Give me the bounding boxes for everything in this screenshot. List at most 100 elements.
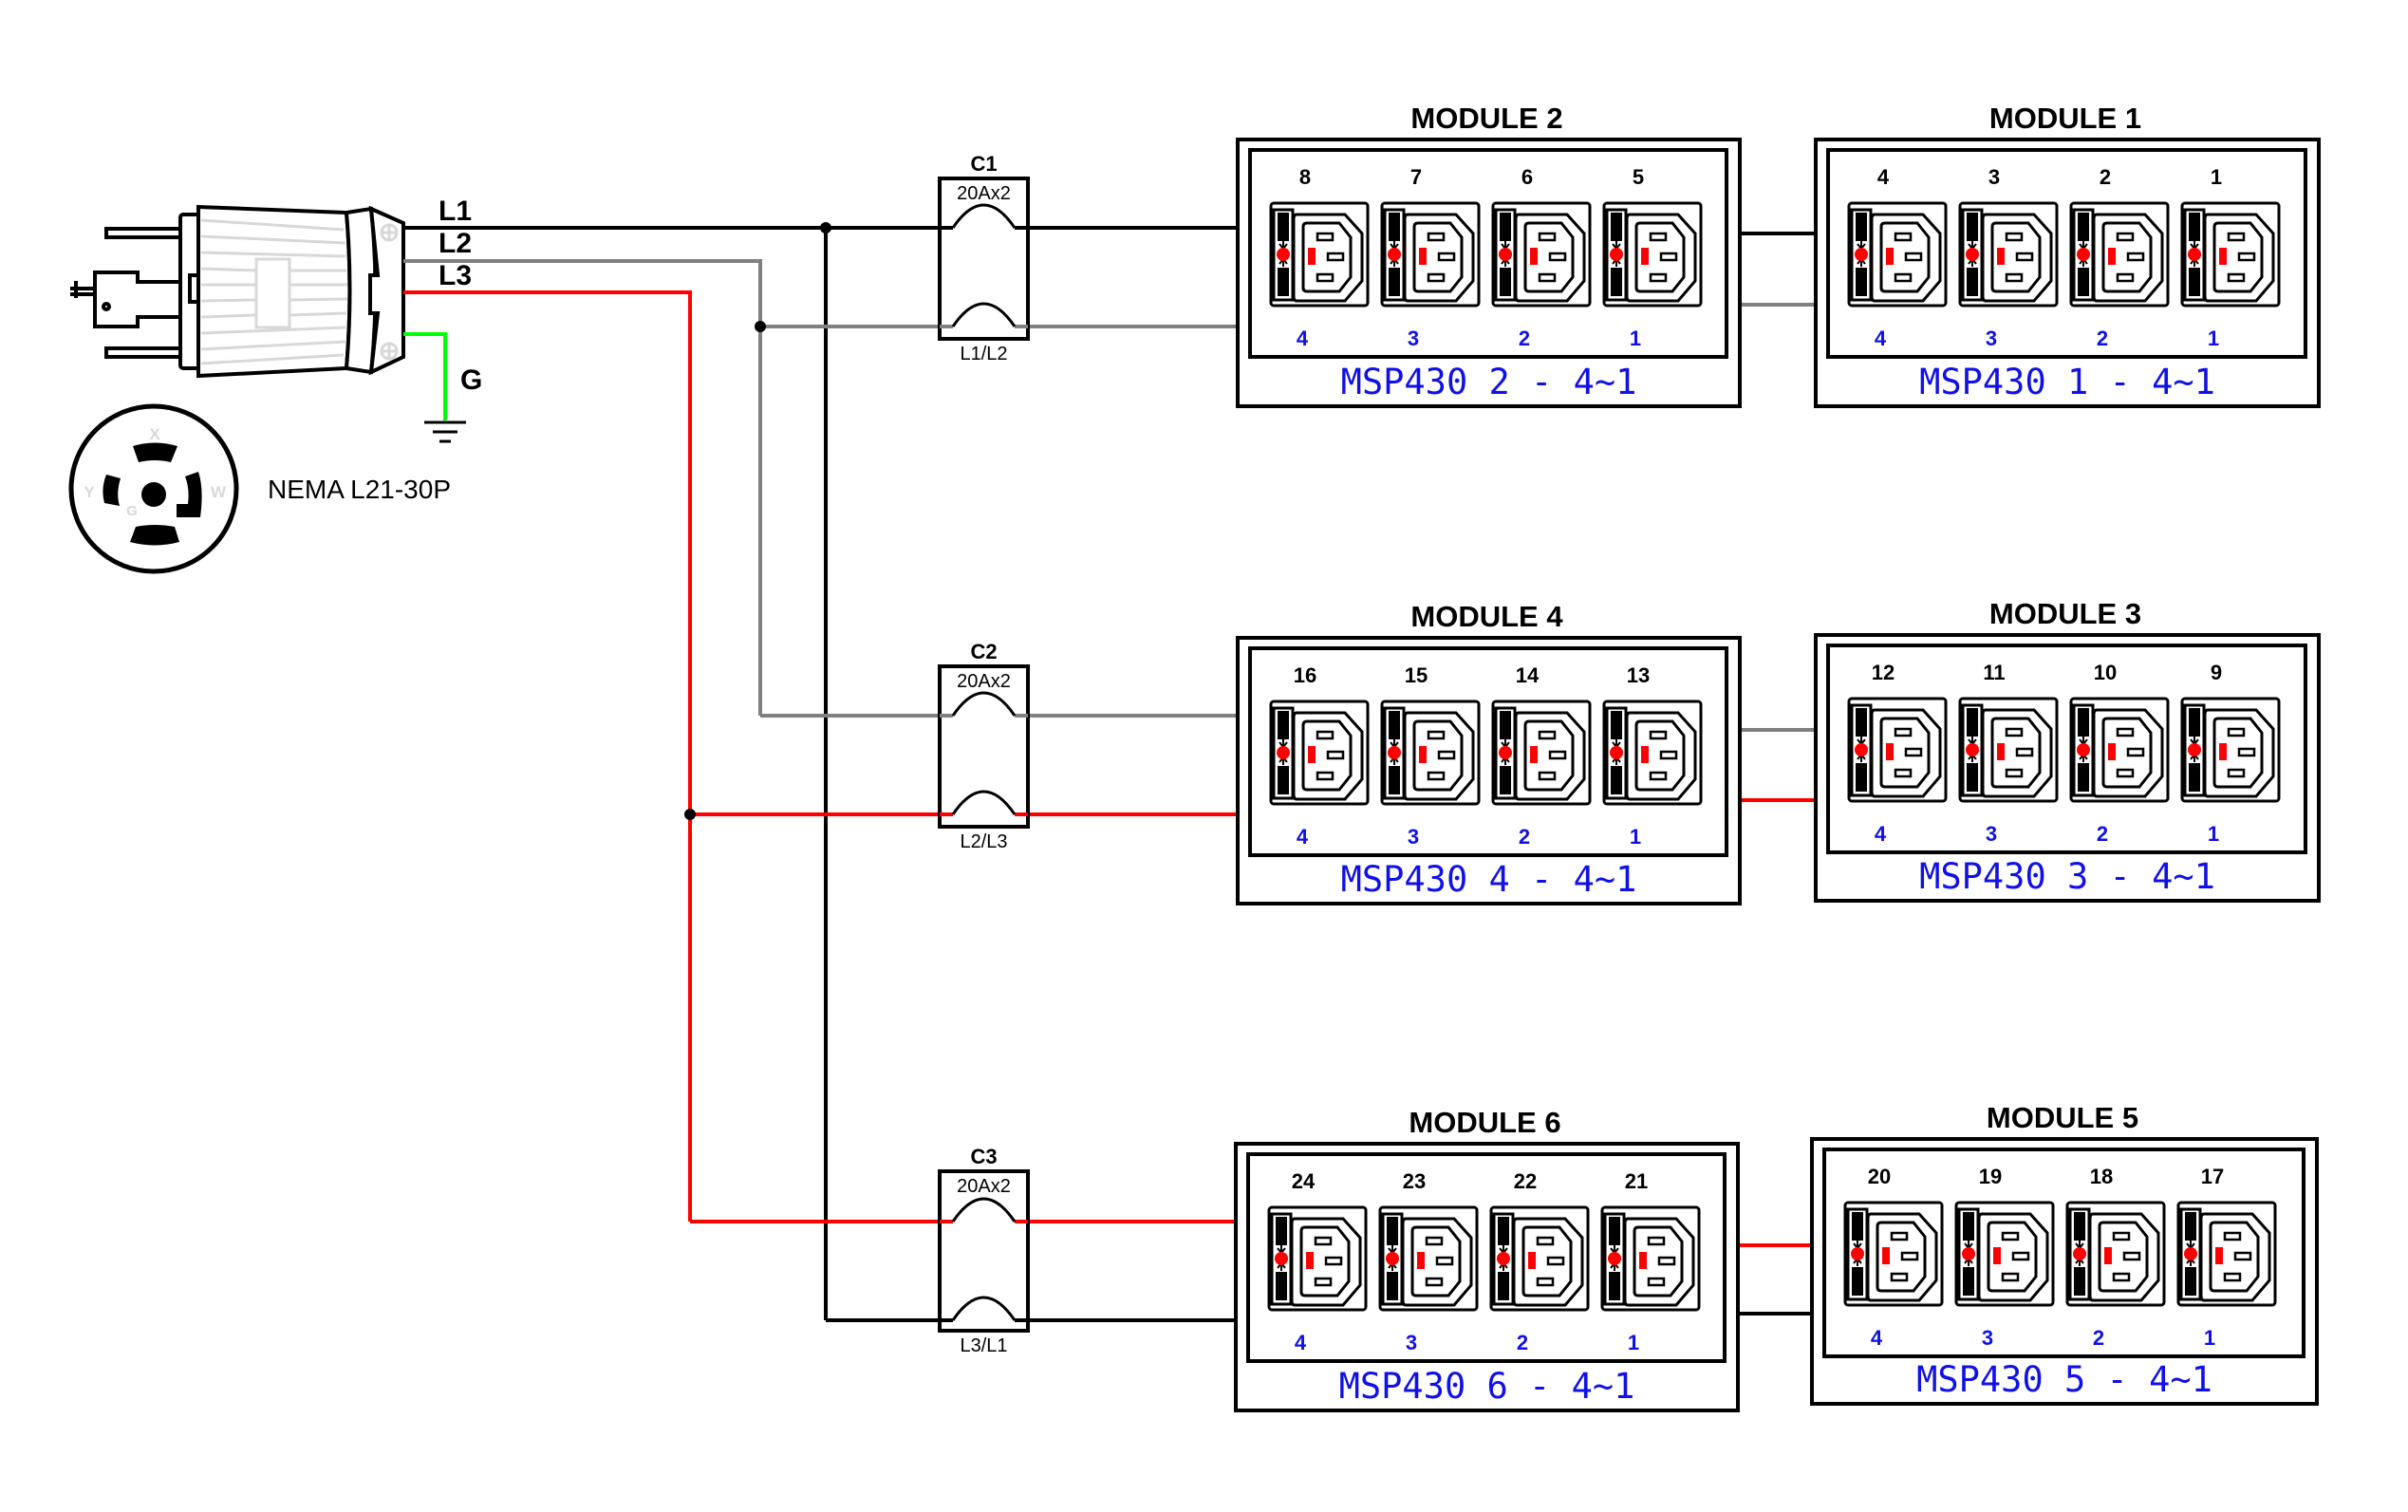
port-number: 4 [1297,327,1309,350]
outlet[interactable]: 102 [2069,661,2170,846]
receptacle-slot [2227,727,2246,737]
receptacle-slot [1538,232,1557,242]
outlet[interactable]: 22 [2069,165,2170,350]
outlet[interactable]: 233 [1378,1169,1479,1354]
outlet[interactable]: 91 [2180,661,2281,846]
receptacle-outline [2092,708,2164,798]
breaker-rating: 20Ax2 [957,1176,1011,1197]
breaker-label: C1 [970,152,997,176]
receptacle-face [2212,717,2264,789]
lock-icon-upper [1609,1217,1620,1245]
plug-model-label: NEMA L21-30P [268,475,451,504]
lock-icon-upper [1389,213,1400,241]
breaker-contact-arc-icon [951,302,1017,327]
outlet[interactable]: 124 [1847,661,1948,846]
outlet[interactable]: 113 [1958,661,2059,846]
plug-pin-ground [141,482,166,507]
receptacle-slot [2223,1231,2242,1241]
junction-dot [684,809,696,820]
lock-icon-upper [2189,213,2200,241]
receptacle-outline [1292,711,1364,801]
lock-icon-upper [1967,213,1978,241]
lock-icon-lower [1278,268,1289,296]
receptacle-outline [1981,708,2053,798]
indicator-led-icon [1855,743,1868,756]
outlet[interactable]: 84 [1269,165,1370,350]
outlet[interactable]: 33 [1958,165,2059,350]
receptacle-slot [2233,1251,2252,1261]
lock-icon-upper [1611,711,1622,739]
breaker-phases: L1/L2 [960,344,1007,364]
plug-screw-icon [380,223,399,361]
receptacle-red-marker [1306,1252,1314,1269]
outlet[interactable]: 182 [2065,1165,2166,1350]
breaker-rating: 20Ax2 [957,671,1011,692]
receptacle-outline [2092,213,2164,303]
outlet[interactable]: 73 [1380,165,1481,350]
outlet[interactable]: 153 [1380,663,1481,849]
receptacle-slot [1546,1256,1565,1266]
outlet-number: 2 [2100,165,2111,189]
indicator-led-icon [1610,746,1623,759]
breaker-contact-arc-icon [951,691,1017,717]
outlet[interactable]: 204 [1843,1165,1944,1350]
outlet-number: 7 [1410,165,1422,189]
port-number: 3 [1986,822,1997,846]
lock-icon-upper [2189,708,2200,737]
receptacle-face [1521,1225,1573,1297]
outlet[interactable]: 222 [1489,1169,1590,1354]
receptacle-face [1633,1225,1684,1297]
lock-icon-lower [1967,268,1978,296]
outlet[interactable]: 131 [1602,663,1703,849]
port-number: 2 [1519,327,1530,350]
receptacle-outline [1514,711,1586,801]
receptacle-face [1987,1221,2038,1293]
receptacle-slot [1316,771,1335,781]
outlet[interactable]: 11 [2180,165,2281,350]
port-number: 3 [1986,327,1997,350]
module-caption: MSP430 3 - 4~1 [1919,856,2215,897]
outlet[interactable]: 193 [1954,1165,2055,1350]
outlet[interactable]: 44 [1847,165,1948,350]
module-title: MODULE 2 [1410,102,1562,135]
outlet-number: 17 [2201,1165,2224,1188]
pin-label-w: W [211,483,227,501]
outlet[interactable]: 211 [1600,1169,1701,1354]
receptacle-slot [1657,1256,1676,1266]
outlet[interactable]: 142 [1491,663,1592,849]
breaker-contact-arc-icon [951,1296,1017,1321]
receptacle-slot [2005,232,2024,242]
outlet[interactable]: 244 [1267,1169,1368,1354]
outlet[interactable]: 164 [1269,663,1370,849]
outlet[interactable]: 171 [2176,1165,2277,1350]
ground-connection: G [403,332,482,443]
receptacle-slot [2122,1251,2141,1261]
outlet[interactable]: 51 [1602,165,1703,350]
receptacle-slot [2116,727,2135,737]
port-number: 2 [1519,825,1530,849]
plug-face-view: X Y W G NEMA L21-30P [68,403,451,574]
module-caption: MSP430 2 - 4~1 [1341,362,1637,402]
indicator-led-icon [1608,1252,1621,1265]
lock-icon-upper [1278,213,1289,241]
receptacle-slot [1314,1277,1333,1287]
port-number: 4 [1875,327,1887,350]
receptacle-slot [1427,232,1446,242]
receptacle-face [1879,221,1931,293]
outlet[interactable]: 62 [1491,165,1592,350]
receptacle-slot [2001,1272,2020,1282]
receptacle-slot [2237,747,2256,757]
module-inner-box [1248,646,1728,857]
receptacle-slot [1324,1256,1343,1266]
outlet-number: 12 [1872,661,1895,684]
